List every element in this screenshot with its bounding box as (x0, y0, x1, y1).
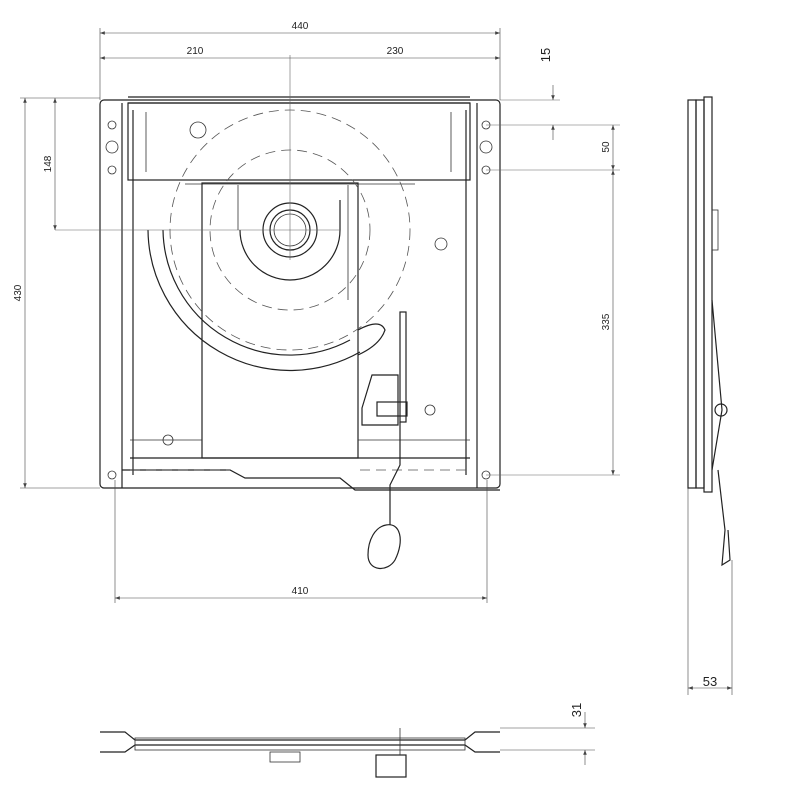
dim-hole-spacing-vertical: 335 (601, 313, 612, 330)
dim-pivot-depth: 148 (43, 155, 54, 172)
dimension-lines: 440 210 230 15 50 335 148 430 410 53 31 (13, 21, 733, 765)
dim-left-to-pivot: 210 (187, 46, 204, 57)
dim-hole-spacing-top: 50 (601, 141, 612, 153)
slide-carriage (201, 182, 359, 459)
mounting-holes (105, 99, 620, 480)
dim-top-offset: 15 (538, 48, 553, 62)
bottom-view (100, 728, 500, 778)
dim-side-height: 53 (703, 674, 717, 689)
top-view (55, 55, 620, 569)
dim-overall-width: 440 (292, 21, 309, 32)
front-crossbar (127, 102, 471, 181)
side-view (687, 96, 731, 567)
lever-bracket (375, 754, 407, 778)
release-lever (361, 311, 408, 569)
lever-handle (367, 524, 401, 569)
dim-overall-depth: 430 (13, 284, 24, 301)
dim-pivot-to-right: 230 (387, 46, 404, 57)
base-plate-outline (99, 99, 501, 489)
dim-bottom-thickness: 31 (569, 703, 584, 717)
dim-hole-spacing-horizontal: 410 (292, 586, 309, 597)
